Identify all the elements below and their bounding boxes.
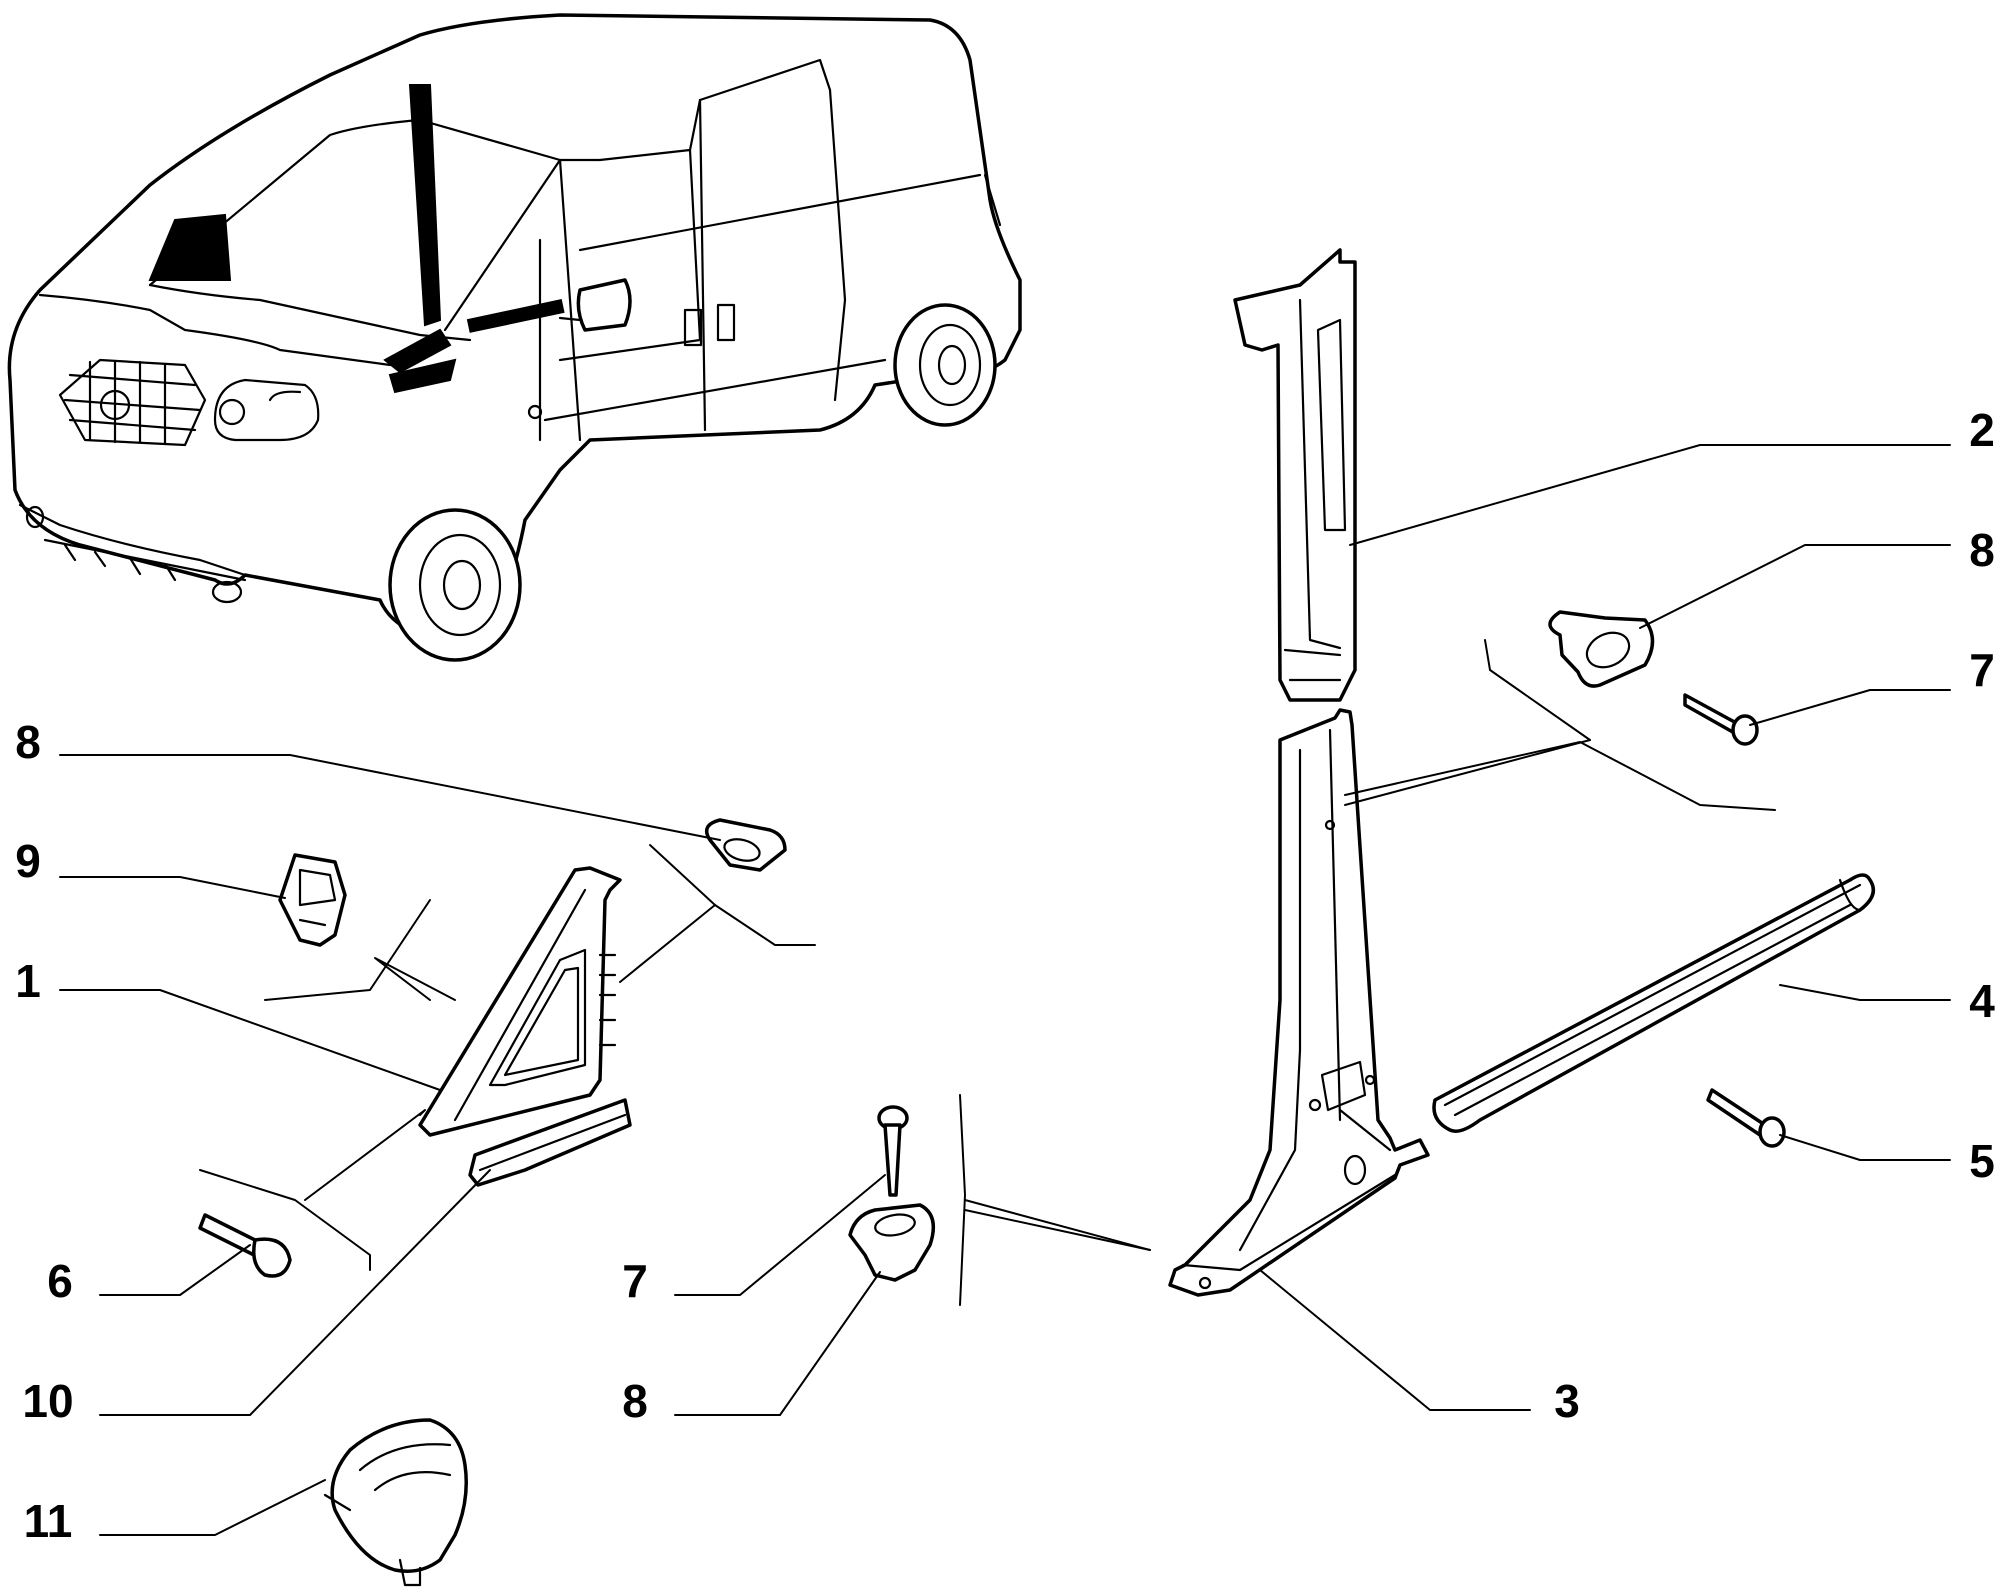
leader-lines [59,444,1951,1536]
b-pillar-upper-trim [1233,248,1357,702]
clip-8-left [704,818,787,872]
clip-8-mid [848,1203,936,1282]
callout-6: 6 [47,1255,73,1307]
clip-8-top [1548,610,1655,688]
callout-2: 2 [1969,404,1995,456]
clip-11 [323,1418,468,1587]
van-b-pillar-highlight [408,84,442,327]
van-illustration [7,13,1022,662]
screw-7-top [1683,693,1759,746]
callout-4: 4 [1969,975,1995,1027]
callout-11: 11 [24,1495,73,1547]
clip-9 [278,853,347,947]
b-pillar-lower-trim [1168,708,1430,1297]
callout-7-top: 7 [1969,644,1995,696]
screw-5 [1706,1088,1786,1148]
seal-strip-10 [468,1098,632,1187]
callout-5: 5 [1969,1135,1995,1187]
van-body [7,13,1022,643]
callout-numbers: 2 8 7 8 9 1 4 5 6 7 10 8 3 11 [15,404,1995,1547]
callout-8-top: 8 [1969,524,1995,576]
callout-10: 10 [22,1375,73,1427]
door-sill-trim [1432,873,1876,1133]
callout-8-left: 8 [15,716,41,768]
callout-3: 3 [1554,1375,1580,1427]
screw-6 [198,1213,292,1278]
callout-7-mid: 7 [622,1255,648,1307]
callout-1: 1 [15,955,41,1007]
screw-7-mid [877,1105,909,1197]
callout-8-mid: 8 [622,1375,648,1427]
callout-9: 9 [15,835,41,887]
a-pillar-triangle-trim [418,866,622,1137]
